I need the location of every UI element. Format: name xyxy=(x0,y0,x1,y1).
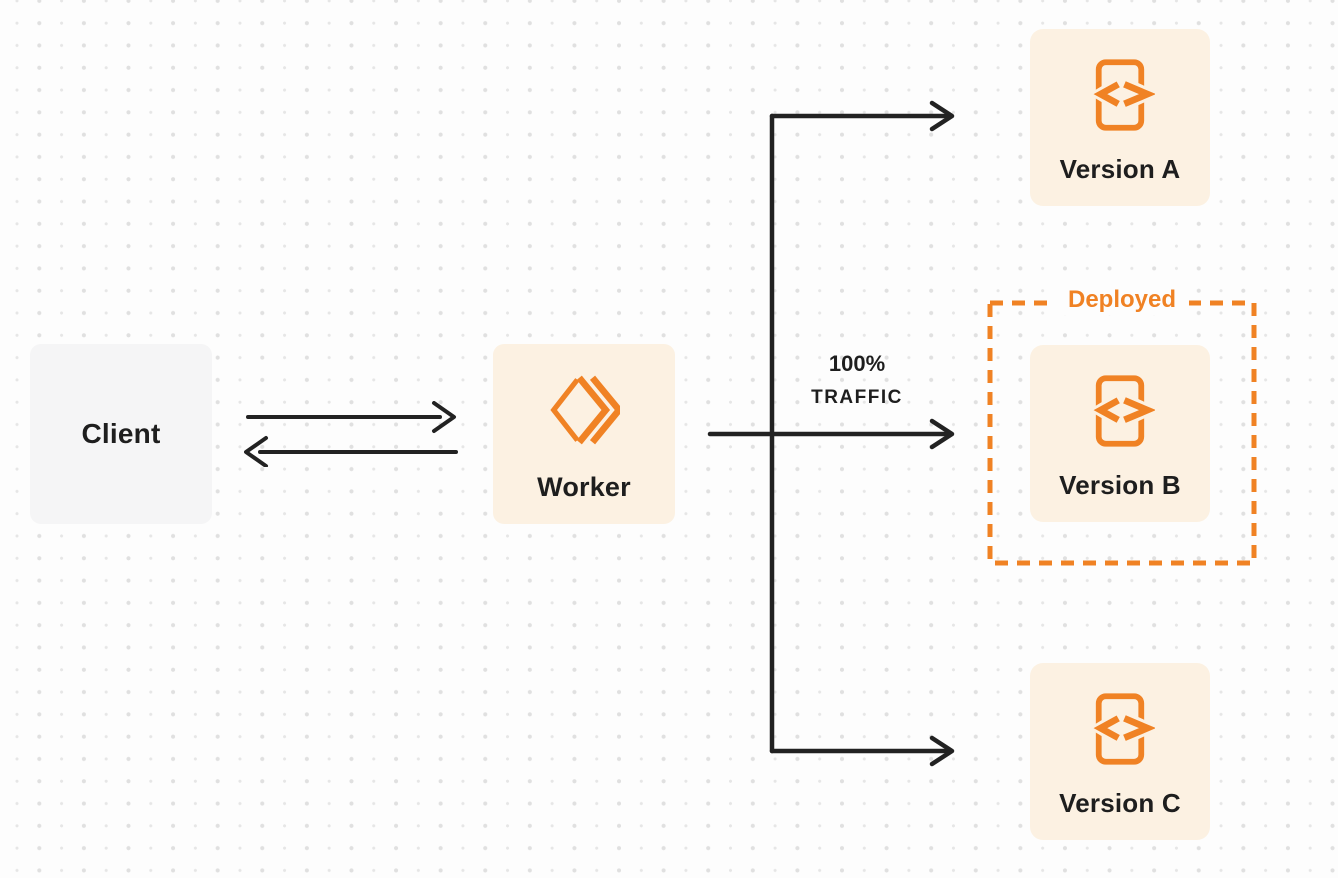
node-client: Client xyxy=(30,344,212,524)
arrow-to-version-c-icon xyxy=(769,735,955,767)
arrow-to-version-b-icon xyxy=(707,418,955,450)
version-b-label: Version B xyxy=(1059,470,1181,500)
arrow-left-icon xyxy=(244,436,458,467)
client-worker-arrows xyxy=(244,401,458,467)
node-worker: Worker xyxy=(493,344,675,524)
node-version-a: Version A xyxy=(1030,29,1210,206)
worker-label: Worker xyxy=(537,472,631,502)
node-version-c: Version C xyxy=(1030,663,1210,840)
client-label: Client xyxy=(81,418,161,449)
version-a-label: Version A xyxy=(1059,154,1181,184)
node-version-b: Version B xyxy=(1030,345,1210,522)
deployed-container: Deployed xyxy=(987,284,1257,566)
traffic-word: TRAFFIC xyxy=(811,387,903,408)
traffic-percent: 100% xyxy=(828,351,886,376)
traffic-label: 100% TRAFFIC xyxy=(792,351,922,409)
deployed-label: Deployed xyxy=(1054,284,1190,315)
cloudflare-workers-icon xyxy=(550,375,620,445)
arrow-right-icon xyxy=(246,401,456,433)
file-code-icon xyxy=(1088,59,1155,131)
file-code-icon xyxy=(1088,693,1155,765)
traffic-split-arrows xyxy=(707,100,955,767)
arrow-to-version-a-icon xyxy=(769,100,955,132)
version-c-label: Version C xyxy=(1059,788,1181,818)
file-code-icon xyxy=(1088,375,1155,447)
